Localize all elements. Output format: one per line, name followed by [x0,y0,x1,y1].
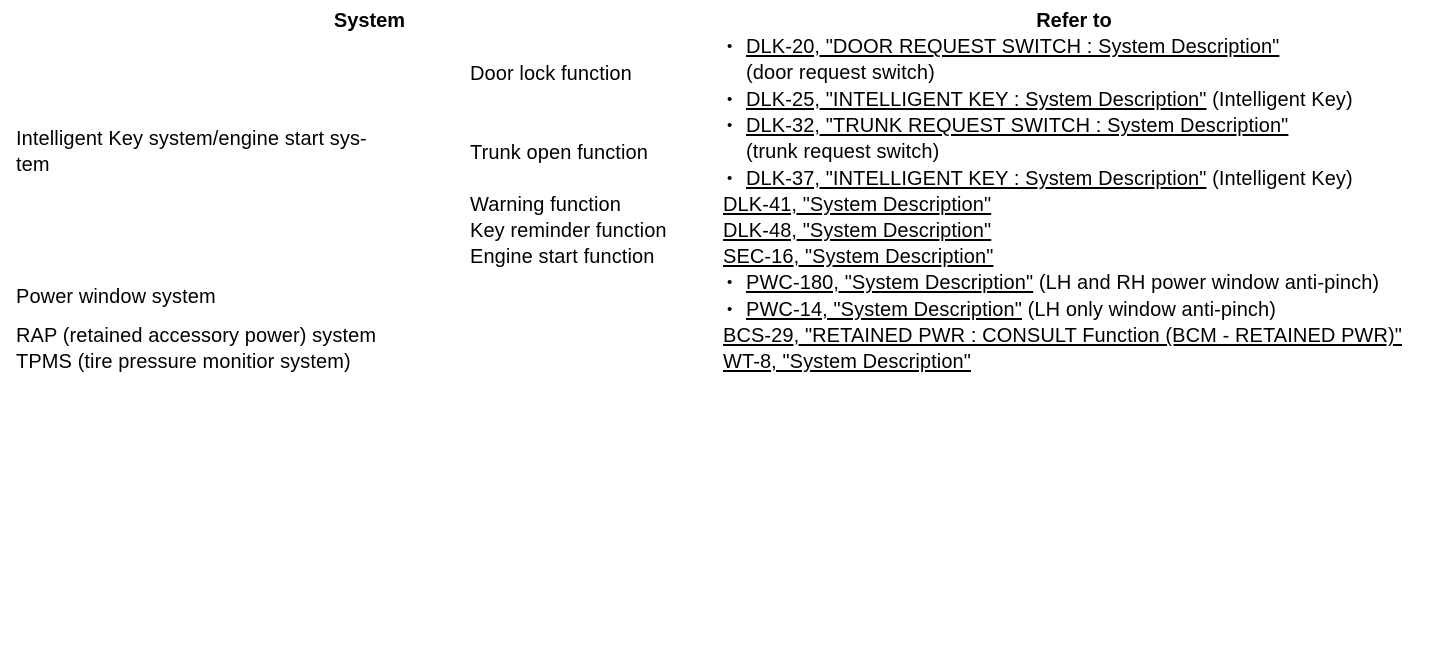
function-cell-key-reminder: Key reminder function [470,218,723,244]
cross-reference-link[interactable]: DLK-37, "INTELLIGENT KEY : System Descri… [746,168,1207,190]
table-row: RAP (retained accessory power) system BC… [16,323,1425,349]
list-item: DLK-20, "DOOR REQUEST SWITCH : System De… [723,34,1425,86]
function-cell-trunk-open: Trunk open function [470,113,723,192]
system-label-line2: tem [16,154,50,176]
system-cell-rap: RAP (retained accessory power) system [16,323,723,349]
refer-suffix: (door request switch) [746,62,935,84]
refer-cell-key-reminder: DLK-48, "System Description" [723,218,1425,244]
cross-reference-link[interactable]: DLK-48, "System Description" [723,220,992,242]
refer-cell-warning: DLK-41, "System Description" [723,192,1425,218]
system-cell-power-window: Power window system [16,270,723,323]
list-item: PWC-180, "System Description" (LH and RH… [723,270,1425,296]
table-row: Key reminder function DLK-48, "System De… [16,218,1425,244]
refer-list: DLK-32, "TRUNK REQUEST SWITCH : System D… [723,113,1425,192]
table-row: Warning function DLK-41, "System Descrip… [16,192,1425,218]
refer-suffix: (Intelligent Key) [1212,168,1353,190]
refer-suffix: (LH only window anti-pinch) [1027,299,1277,321]
table-row: Power window system PWC-180, "System Des… [16,270,1425,323]
system-cell-tpms: TPMS (tire pressure monitior system) [16,349,723,375]
table-row: Trunk open function DLK-32, "TRUNK REQUE… [16,113,1425,192]
function-cell-warning: Warning function [470,192,723,218]
list-item: DLK-25, "INTELLIGENT KEY : System Descri… [723,87,1425,113]
refer-list: DLK-20, "DOOR REQUEST SWITCH : System De… [723,34,1425,113]
function-cell-engine-start: Engine start function [470,244,723,270]
table-body: Intelligent Key system/engine start sys-… [16,34,1425,375]
system-label-line1: Intelligent Key system/engine start sys- [16,128,367,150]
refer-cell-rap: BCS-29, "RETAINED PWR : CONSULT Function… [723,323,1425,349]
table-row: TPMS (tire pressure monitior system) WT-… [16,349,1425,375]
column-header-refer-to: Refer to [723,8,1425,34]
refer-suffix: (Intelligent Key) [1212,89,1353,111]
list-item: DLK-32, "TRUNK REQUEST SWITCH : System D… [723,113,1425,165]
refer-cell-door-lock: DLK-20, "DOOR REQUEST SWITCH : System De… [723,34,1425,113]
refer-cell-engine-start: SEC-16, "System Description" [723,244,1425,270]
cross-reference-link[interactable]: SEC-16, "System Description" [723,246,994,268]
cross-reference-link[interactable]: PWC-180, "System Description" [746,272,1034,294]
cross-reference-link[interactable]: BCS-29, "RETAINED PWR : CONSULT Function… [723,325,1403,347]
system-refer-table: System Refer to Intelligent Key system/e… [16,8,1425,375]
column-header-system: System [16,8,723,34]
table-header: System Refer to [16,8,1425,34]
refer-list: PWC-180, "System Description" (LH and RH… [723,270,1425,323]
refer-suffix: (trunk request switch) [746,141,940,163]
table-row: Engine start function SEC-16, "System De… [16,244,1425,270]
cross-reference-link[interactable]: DLK-41, "System Description" [723,194,992,216]
function-cell-door-lock: Door lock function [470,34,723,113]
refer-suffix: (LH and RH power window anti-pinch) [1038,272,1380,294]
table-row: Intelligent Key system/engine start sys-… [16,34,1425,270]
cross-reference-link[interactable]: DLK-32, "TRUNK REQUEST SWITCH : System D… [746,115,1289,137]
system-cell-intelligent-key: Intelligent Key system/engine start sys-… [16,34,470,270]
list-item: PWC-14, "System Description" (LH only wi… [723,297,1425,323]
header-row: System Refer to [16,8,1425,34]
cross-reference-link[interactable]: WT-8, "System Description" [723,351,971,373]
refer-cell-power-window: PWC-180, "System Description" (LH and RH… [723,270,1425,323]
cross-reference-link[interactable]: PWC-14, "System Description" [746,299,1022,321]
cross-reference-link[interactable]: DLK-20, "DOOR REQUEST SWITCH : System De… [746,36,1280,58]
cross-reference-link[interactable]: DLK-25, "INTELLIGENT KEY : System Descri… [746,89,1207,111]
refer-cell-trunk-open: DLK-32, "TRUNK REQUEST SWITCH : System D… [723,113,1425,192]
refer-cell-tpms: WT-8, "System Description" [723,349,1425,375]
list-item: DLK-37, "INTELLIGENT KEY : System Descri… [723,166,1425,192]
